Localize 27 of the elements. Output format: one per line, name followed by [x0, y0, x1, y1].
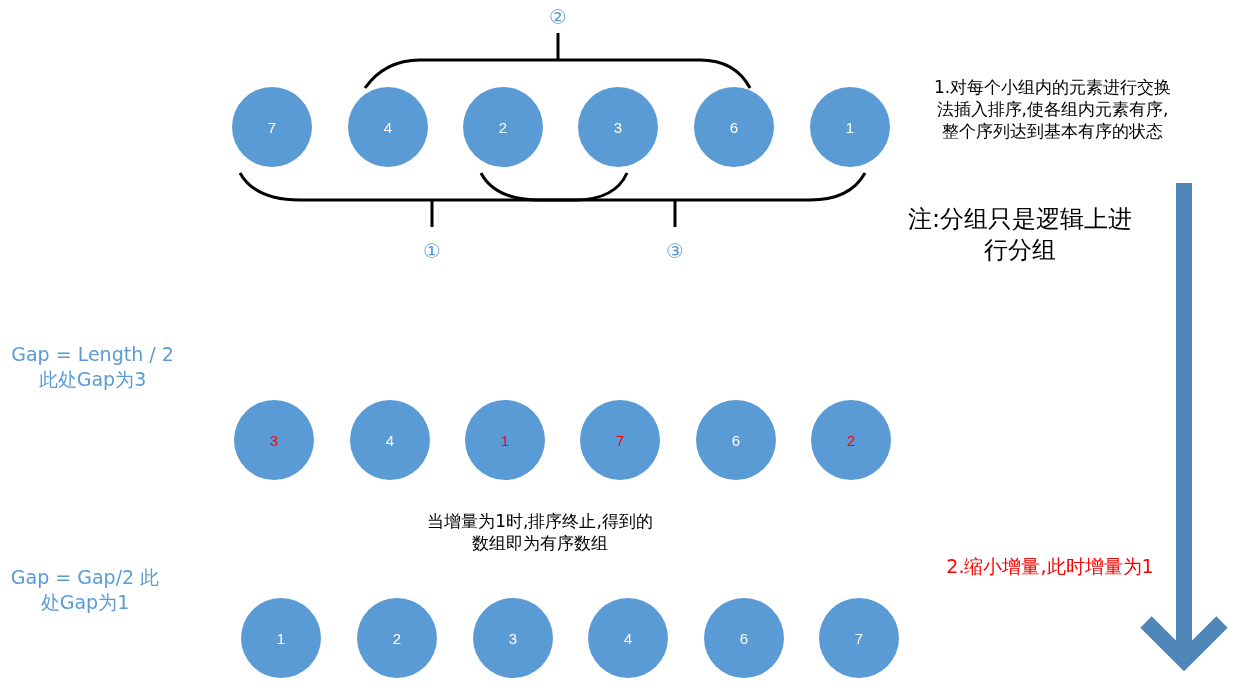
annotation-text: ① — [422, 238, 442, 264]
annotation-text: ③ — [665, 238, 685, 264]
number-text: 4 — [623, 629, 633, 647]
number-text: 4 — [383, 118, 393, 136]
annotation-text: 1.对每个小组内的元素进行交换法插入排序,使各组内元素有序,整个序列达到基本有序的状态 — [932, 76, 1173, 143]
number-text: 3 — [269, 431, 279, 449]
annotation-text: Gap = Length / 2 此处Gap为3 — [10, 342, 175, 392]
number-text: 3 — [613, 118, 623, 136]
number-text: 7 — [615, 431, 625, 449]
number-text: 4 — [385, 431, 395, 449]
number-text: 1 — [276, 629, 286, 647]
annotation-text: 当增量为1时,排序终止,得到的数组即为有序数组 — [426, 510, 654, 555]
number-text: 2 — [846, 431, 856, 449]
number-text: 1 — [845, 118, 855, 136]
number-text: 2 — [392, 629, 402, 647]
number-text: 3 — [508, 629, 518, 647]
annotation-text: 2.缩小增量,此时增量为1 — [945, 554, 1155, 579]
annotation-text: ② — [548, 4, 568, 30]
annotation-text: 注:分组只是逻辑上进行分组 — [906, 204, 1134, 267]
number-text: 7 — [854, 629, 864, 647]
number-text: 6 — [729, 118, 739, 136]
number-text: 7 — [267, 118, 277, 136]
number-text: 6 — [739, 629, 749, 647]
annotation-text: Gap = Gap/2 此处Gap为1 — [10, 565, 160, 615]
number-text: 1 — [500, 431, 510, 449]
number-text: 2 — [498, 118, 508, 136]
number-text: 6 — [731, 431, 741, 449]
